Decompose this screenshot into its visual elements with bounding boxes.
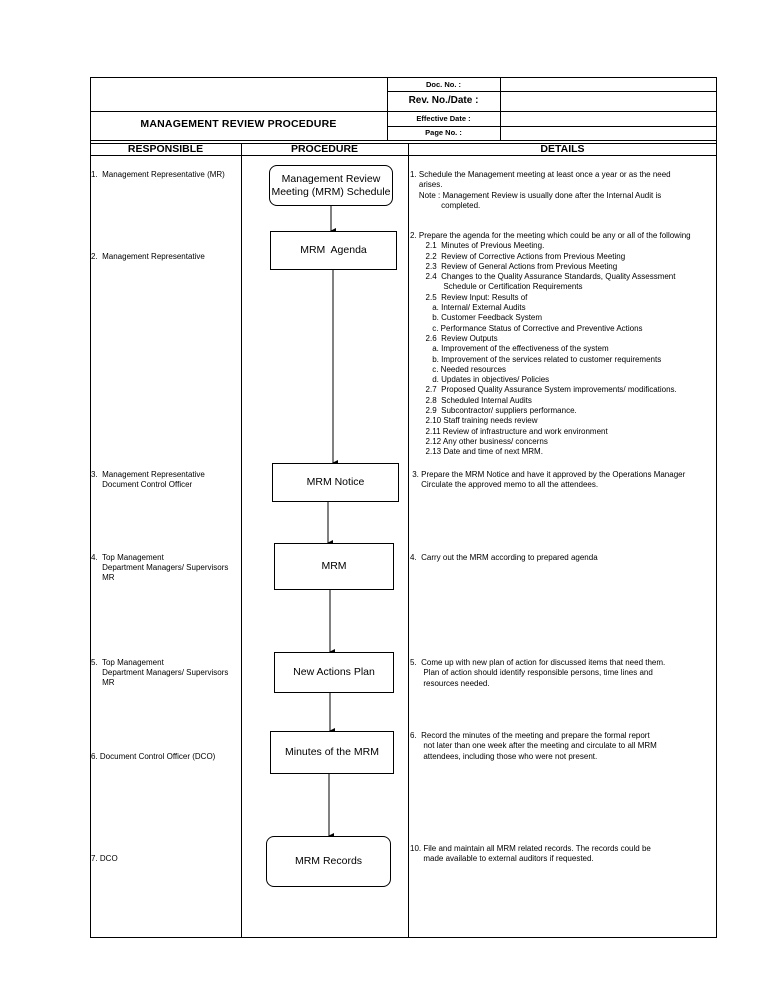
page-no-label: Page No. :: [425, 128, 462, 137]
procedure-step-7-records: MRM Records: [266, 836, 391, 887]
details-step-7: 10. File and maintain all MRM related re…: [410, 844, 651, 864]
responsible-step-4: 4. Top Management Department Managers/ S…: [91, 553, 229, 582]
procedure-step-1-schedule: Management Review Meeting (MRM) Schedule: [269, 165, 393, 206]
details-step-5: 5. Come up with new plan of action for d…: [410, 658, 666, 688]
column-header-responsible: RESPONSIBLE: [127, 143, 204, 155]
responsible-step-2: 2. Management Representative: [91, 252, 205, 261]
column-divider-responsible: [241, 143, 242, 938]
column-header-rule: [90, 155, 717, 156]
responsible-step-3: 3. Management Representative Document Co…: [91, 470, 205, 489]
header-rule: [90, 140, 717, 141]
procedure-step-2-agenda: MRM Agenda: [270, 231, 397, 270]
column-header-procedure: PROCEDURE: [290, 143, 359, 155]
doc-no-label: Doc. No. :: [426, 80, 461, 89]
header-divider-1: [387, 77, 388, 141]
responsible-step-7: 7. DCO: [91, 854, 118, 863]
header-divider-2: [500, 77, 501, 141]
responsible-step-1: 1. Management Representative (MR): [91, 170, 225, 179]
procedure-step-3-notice: MRM Notice: [272, 463, 399, 502]
details-step-4: 4. Carry out the MRM according to prepar…: [410, 553, 598, 562]
document-title: MANAGEMENT REVIEW PROCEDURE: [140, 118, 337, 130]
details-step-2: 2. Prepare the agenda for the meeting wh…: [410, 231, 691, 457]
details-step-1: 1. Schedule the Management meeting at le…: [410, 170, 671, 210]
procedure-step-6-minutes: Minutes of the MRM: [270, 731, 394, 774]
header-rule: [90, 143, 717, 144]
header-rule: [387, 126, 717, 127]
procedure-step-5-actions-plan: New Actions Plan: [274, 652, 394, 693]
header-rule: [90, 111, 717, 112]
responsible-step-6: 6. Document Control Officer (DCO): [91, 752, 216, 761]
procedure-step-4-meeting: MRM: [274, 543, 394, 590]
details-step-6: 6. Record the minutes of the meeting and…: [410, 731, 657, 761]
procedure-table: [90, 77, 717, 938]
effective-date-label: Effective Date :: [416, 114, 471, 123]
header-rule: [387, 91, 717, 92]
details-step-3: 3. Prepare the MRM Notice and have it ap…: [412, 470, 686, 490]
column-header-details: DETAILS: [540, 143, 585, 155]
rev-no-label: Rev. No./Date :: [408, 95, 479, 106]
column-divider-procedure: [408, 143, 409, 938]
responsible-step-5: 5. Top Management Department Managers/ S…: [91, 658, 229, 687]
